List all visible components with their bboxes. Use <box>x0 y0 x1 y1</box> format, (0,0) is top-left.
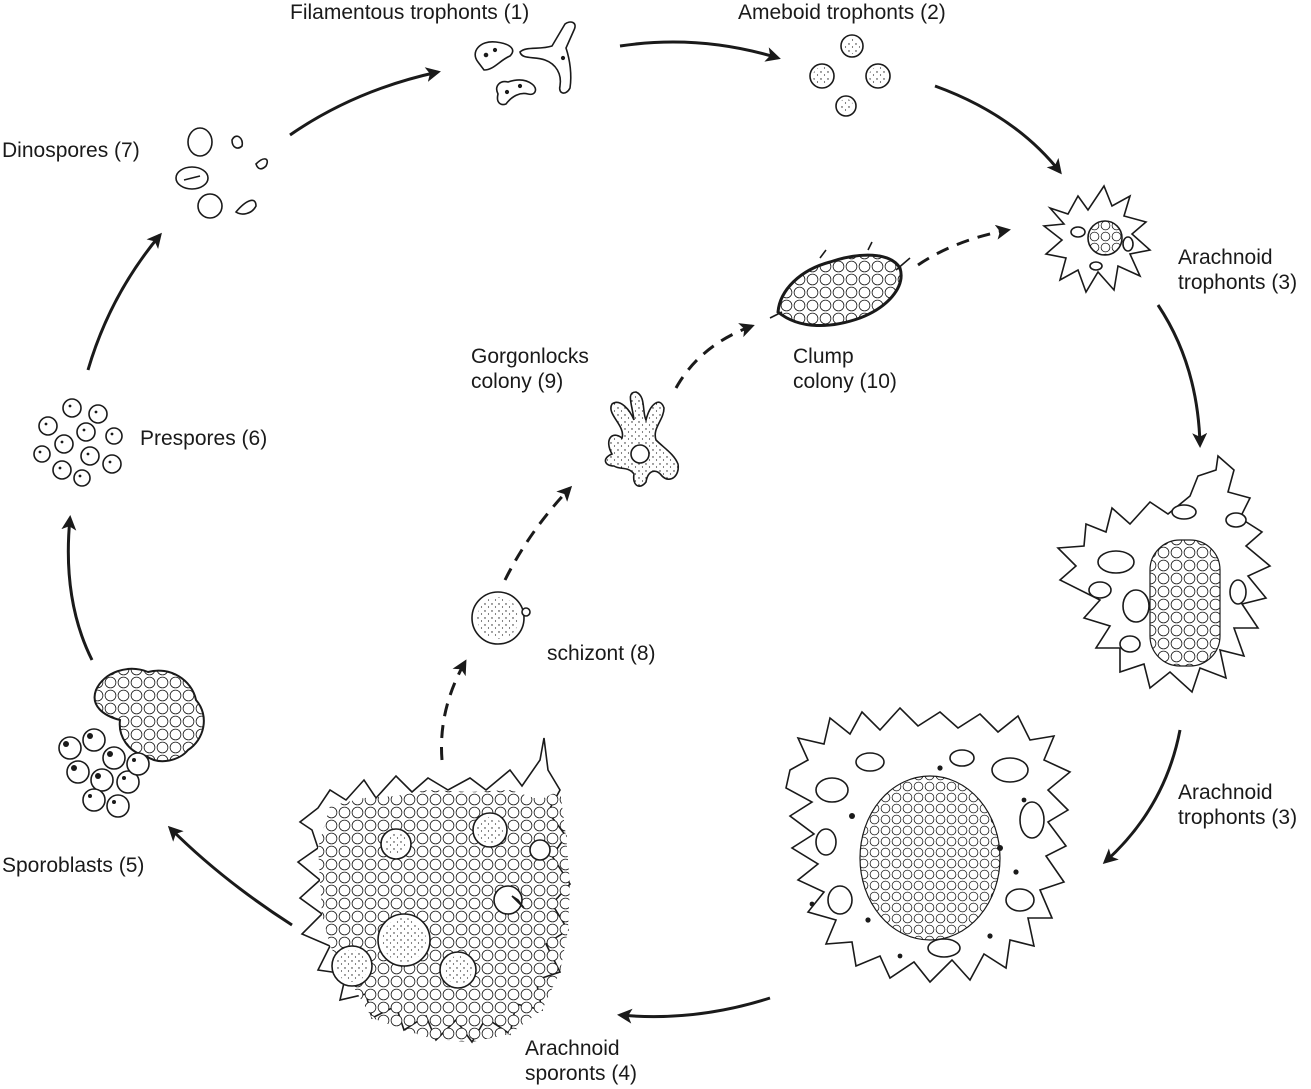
label-clump-line1: Clump <box>793 345 854 368</box>
label-filamentous-trophonts: Filamentous trophonts (1) <box>290 0 529 25</box>
arrow-6-to-7 <box>86 232 162 371</box>
arrow-4-to-5 <box>167 825 293 927</box>
arrow-3-to-3 <box>1156 304 1208 448</box>
label-gorgonlocks-line2: colony (9) <box>471 370 564 393</box>
arrow-8-to-9 <box>503 485 573 581</box>
label-arachnoid-lower-line2: trophonts (3) <box>1178 806 1298 829</box>
arrow-10-to-3 <box>917 224 1011 267</box>
label-sporoblasts-text: Sporoblasts (5) <box>2 854 145 877</box>
label-clump-colony: Clump colony (10) <box>793 344 897 394</box>
label-arachnoid-upper-line1: Arachnoid <box>1178 246 1273 269</box>
arrow-2-to-3 <box>934 84 1062 175</box>
dinospores-illustration <box>175 127 269 219</box>
arrow-3-to-3b <box>1102 729 1182 865</box>
clump-colony-illustration <box>769 241 911 327</box>
label-sporoblasts: Sporoblasts (5) <box>2 853 144 878</box>
arrow-1-to-2 <box>619 40 781 62</box>
label-arachnoid-upper-line2: trophonts (3) <box>1178 271 1298 294</box>
label-sporonts-line2: sporonts (4) <box>525 1062 638 1085</box>
arrow-4-to-8 <box>440 659 467 761</box>
label-arachnoid-sporonts: Arachnoid sporonts (4) <box>525 1036 637 1086</box>
arrow-5-to-6 <box>61 515 94 661</box>
arachnoid-trophont-medium-illustration <box>1056 454 1272 694</box>
label-gorgonlocks-line1: Gorgonlocks <box>471 345 589 368</box>
sporoblasts-illustration <box>58 667 205 818</box>
label-dinospores: Dinospores (7) <box>2 138 140 163</box>
label-clump-line2: colony (10) <box>793 370 897 393</box>
label-gorgonlocks-colony: Gorgonlocks colony (9) <box>471 344 589 394</box>
arachnoid-trophont-large-illustration <box>785 706 1072 984</box>
prespores-illustration <box>33 398 123 487</box>
gorgonlocks-colony-illustration <box>604 391 680 487</box>
arachnoid-sporonts-illustration <box>296 737 572 1044</box>
label-schizont: schizont (8) <box>547 641 656 666</box>
ameboid-trophonts-illustration <box>809 34 891 117</box>
label-ameboid-text: Ameboid trophonts (2) <box>738 1 946 24</box>
label-schizont-text: schizont (8) <box>547 642 656 665</box>
label-filamentous-text: Filamentous trophonts (1) <box>290 1 530 24</box>
label-prespores: Prespores (6) <box>140 426 267 451</box>
label-arachnoid-lower-line1: Arachnoid <box>1178 781 1273 804</box>
label-arachnoid-trophonts-lower: Arachnoid trophonts (3) <box>1178 780 1297 830</box>
label-arachnoid-trophonts-upper: Arachnoid trophonts (3) <box>1178 245 1297 295</box>
arachnoid-trophont-small-illustration <box>1041 184 1152 294</box>
label-sporonts-line1: Arachnoid <box>525 1037 620 1060</box>
arrow-9-to-10 <box>674 323 755 389</box>
label-prespores-text: Prespores (6) <box>140 427 268 450</box>
schizont-illustration <box>471 591 531 645</box>
arrow-3-to-4 <box>617 996 771 1024</box>
arrow-7-to-1 <box>289 67 441 137</box>
filamentous-trophonts-illustration <box>474 21 576 106</box>
label-dinospores-text: Dinospores (7) <box>2 139 140 162</box>
label-ameboid-trophonts: Ameboid trophonts (2) <box>738 0 946 25</box>
